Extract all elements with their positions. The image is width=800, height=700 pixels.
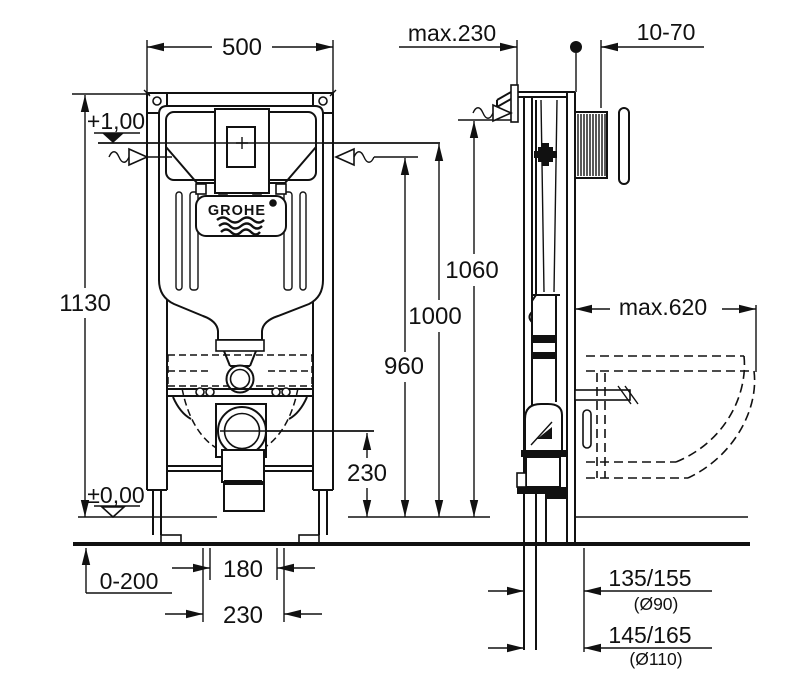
wall-reference-dot bbox=[570, 41, 582, 53]
dim-height-960: 960 bbox=[384, 353, 424, 380]
cover-plate bbox=[618, 107, 630, 185]
side-view bbox=[472, 84, 756, 650]
dim-offset-110-diameter: (Ø110) bbox=[629, 649, 682, 669]
wall-anchor-bolt bbox=[534, 143, 557, 166]
front-view: GROHE bbox=[98, 89, 440, 544]
actuator-plate-block bbox=[574, 111, 608, 179]
dim-offset-90-diameter: (Ø90) bbox=[634, 594, 679, 614]
dim-level-plus: +1,00 bbox=[87, 108, 145, 134]
dim-frame-width: 500 bbox=[222, 34, 262, 61]
datum-plus-triangle bbox=[102, 133, 124, 143]
dim-offset-90: 135/155 bbox=[608, 565, 691, 591]
wall-break-arrows bbox=[108, 147, 375, 167]
dimension-labels: 500 1130 max.230 10-70 +1,00 ±0,00 1060 … bbox=[59, 19, 707, 669]
dim-height-1000: 1000 bbox=[408, 303, 461, 330]
dim-bowl-width-max: max.620 bbox=[619, 294, 707, 320]
dim-height-1060: 1060 bbox=[445, 257, 498, 284]
dim-frame-height: 1130 bbox=[59, 290, 111, 317]
dim-plate-depth: 10-70 bbox=[637, 19, 696, 45]
brand-logo-plate: GROHE bbox=[195, 195, 287, 237]
brand-logo-text: GROHE bbox=[208, 203, 266, 219]
dim-outlet-height: 230 bbox=[347, 460, 387, 487]
dim-spacing-230: 230 bbox=[223, 602, 263, 629]
datum-zero-triangle bbox=[99, 506, 127, 519]
dim-foot-adjust: 0-200 bbox=[100, 568, 159, 594]
wc-bowl-dashed bbox=[586, 355, 756, 479]
flush-bend bbox=[524, 403, 563, 453]
dim-spacing-180: 180 bbox=[223, 556, 263, 583]
registered-mark-dot bbox=[269, 199, 277, 207]
dim-offset-110: 145/165 bbox=[608, 622, 691, 648]
dim-depth-max: max.230 bbox=[408, 20, 496, 46]
dim-level-zero: ±0,00 bbox=[87, 482, 144, 508]
inspection-shaft bbox=[214, 108, 270, 194]
top-wall-bracket bbox=[496, 84, 519, 123]
